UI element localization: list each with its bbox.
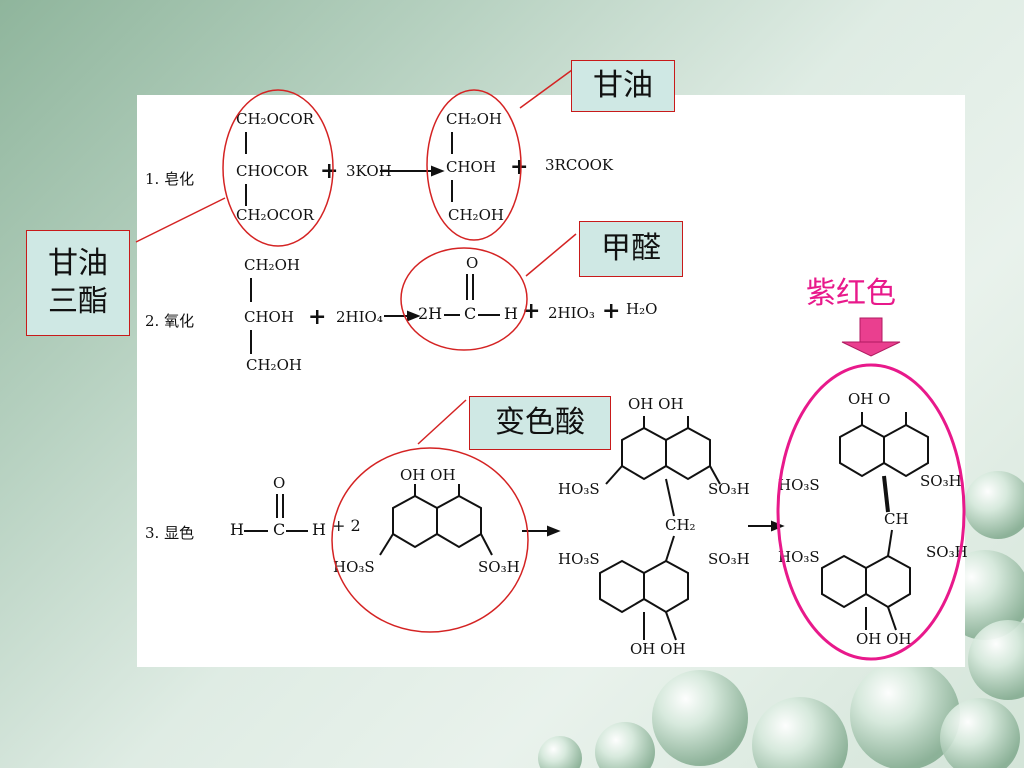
triglyceride-bottom: CH₂OCOR	[236, 206, 314, 224]
acid-sulfonate-left: HO₃S	[333, 558, 375, 576]
bond	[451, 132, 453, 154]
glycerol-bottom: CH₂OH	[246, 356, 302, 374]
intermediate-bottom-hydroxyls: OH OH	[630, 640, 686, 658]
glycerol-mid: CHOH	[244, 308, 294, 326]
glycerol-bottom: CH₂OH	[448, 206, 504, 224]
formaldehyde-h-left: H	[230, 520, 244, 539]
reagent-koh: 3KOH	[346, 162, 392, 180]
product-methine-bridge: CH	[884, 510, 909, 528]
label-chromotropic-acid: 变色酸	[469, 396, 611, 450]
reagent-hio4: 2HIO₄	[336, 308, 383, 326]
acid-sulfonate-right: SO₃H	[478, 558, 520, 576]
plus-sign: +	[522, 298, 541, 324]
glycerol-mid: CHOH	[446, 158, 496, 176]
product-sulfonate-right-2: SO₃H	[926, 543, 968, 561]
bubble	[968, 620, 1024, 700]
bond	[250, 330, 252, 354]
intermediate-methylene-bridge: CH₂	[665, 516, 696, 534]
product-bottom-hydroxyls: OH OH	[856, 630, 912, 648]
label-formaldehyde: 甲醛	[579, 221, 683, 277]
bond	[245, 132, 247, 154]
step-label-color-reaction: 3. 显色	[145, 524, 195, 542]
bubble	[964, 471, 1024, 539]
intermediate-sulfonate-left-1: HO₃S	[558, 480, 600, 498]
plus-sign: +	[510, 154, 529, 180]
bubble	[595, 722, 655, 768]
glycerol-top: CH₂OH	[446, 110, 502, 128]
product-sulfonate-right-1: SO₃H	[920, 472, 962, 490]
formaldehyde-carbon: C	[273, 520, 286, 539]
byproduct-rcook: 3RCOOK	[545, 156, 614, 174]
double-bond	[472, 274, 474, 300]
acid-hydroxyls: OH OH	[400, 466, 456, 484]
double-bond	[466, 274, 468, 300]
label-glycerol: 甘油	[571, 60, 675, 112]
bond	[250, 278, 252, 302]
step-label-oxidation: 2. 氧化	[145, 312, 195, 330]
label-triglyceride-line1: 甘油	[48, 246, 108, 281]
plus-sign: +	[320, 158, 339, 184]
intermediate-sulfonate-left-2: HO₃S	[558, 550, 600, 568]
step-label-saponification: 1. 皂化	[145, 170, 195, 188]
intermediate-top-hydroxyls: OH OH	[628, 395, 684, 413]
plus-sign: +	[308, 304, 327, 330]
formaldehyde-oxygen: O	[466, 254, 479, 272]
plus-sign: +	[602, 298, 621, 324]
product-sulfonate-left-2: HO₃S	[778, 548, 820, 566]
label-triglyceride-line2: 三酯	[48, 284, 108, 319]
double-bond	[276, 494, 278, 518]
triglyceride-top: CH₂OCOR	[236, 110, 314, 128]
intermediate-sulfonate-right-2: SO₃H	[708, 550, 750, 568]
formaldehyde-h-right: H	[312, 520, 326, 539]
bond	[451, 180, 453, 202]
reaction-panel	[137, 95, 965, 667]
formaldehyde-carbon: C	[464, 304, 477, 323]
bubble	[538, 736, 582, 768]
intermediate-sulfonate-right-1: SO₃H	[708, 480, 750, 498]
bubble	[850, 660, 960, 768]
bubble	[752, 697, 848, 768]
triglyceride-mid: CHOCOR	[236, 162, 308, 180]
byproduct-water: H₂O	[626, 300, 658, 318]
product-top-oh-o: OH O	[848, 390, 891, 408]
label-purple-red: 紫红色	[806, 276, 896, 311]
double-bond	[282, 494, 284, 518]
glycerol-top: CH₂OH	[244, 256, 300, 274]
bond	[245, 184, 247, 206]
byproduct-hio3: 2HIO₃	[548, 304, 595, 322]
formaldehyde-hydrogen: H	[504, 304, 518, 323]
product-sulfonate-left-1: HO₃S	[778, 476, 820, 494]
formaldehyde-coef: 2H	[418, 304, 443, 323]
formaldehyde-oxygen: O	[273, 474, 286, 492]
plus-two: + 2	[332, 516, 361, 535]
bubble	[940, 698, 1020, 768]
bubble	[652, 670, 748, 766]
label-triglyceride: 甘油 三酯	[26, 230, 130, 336]
